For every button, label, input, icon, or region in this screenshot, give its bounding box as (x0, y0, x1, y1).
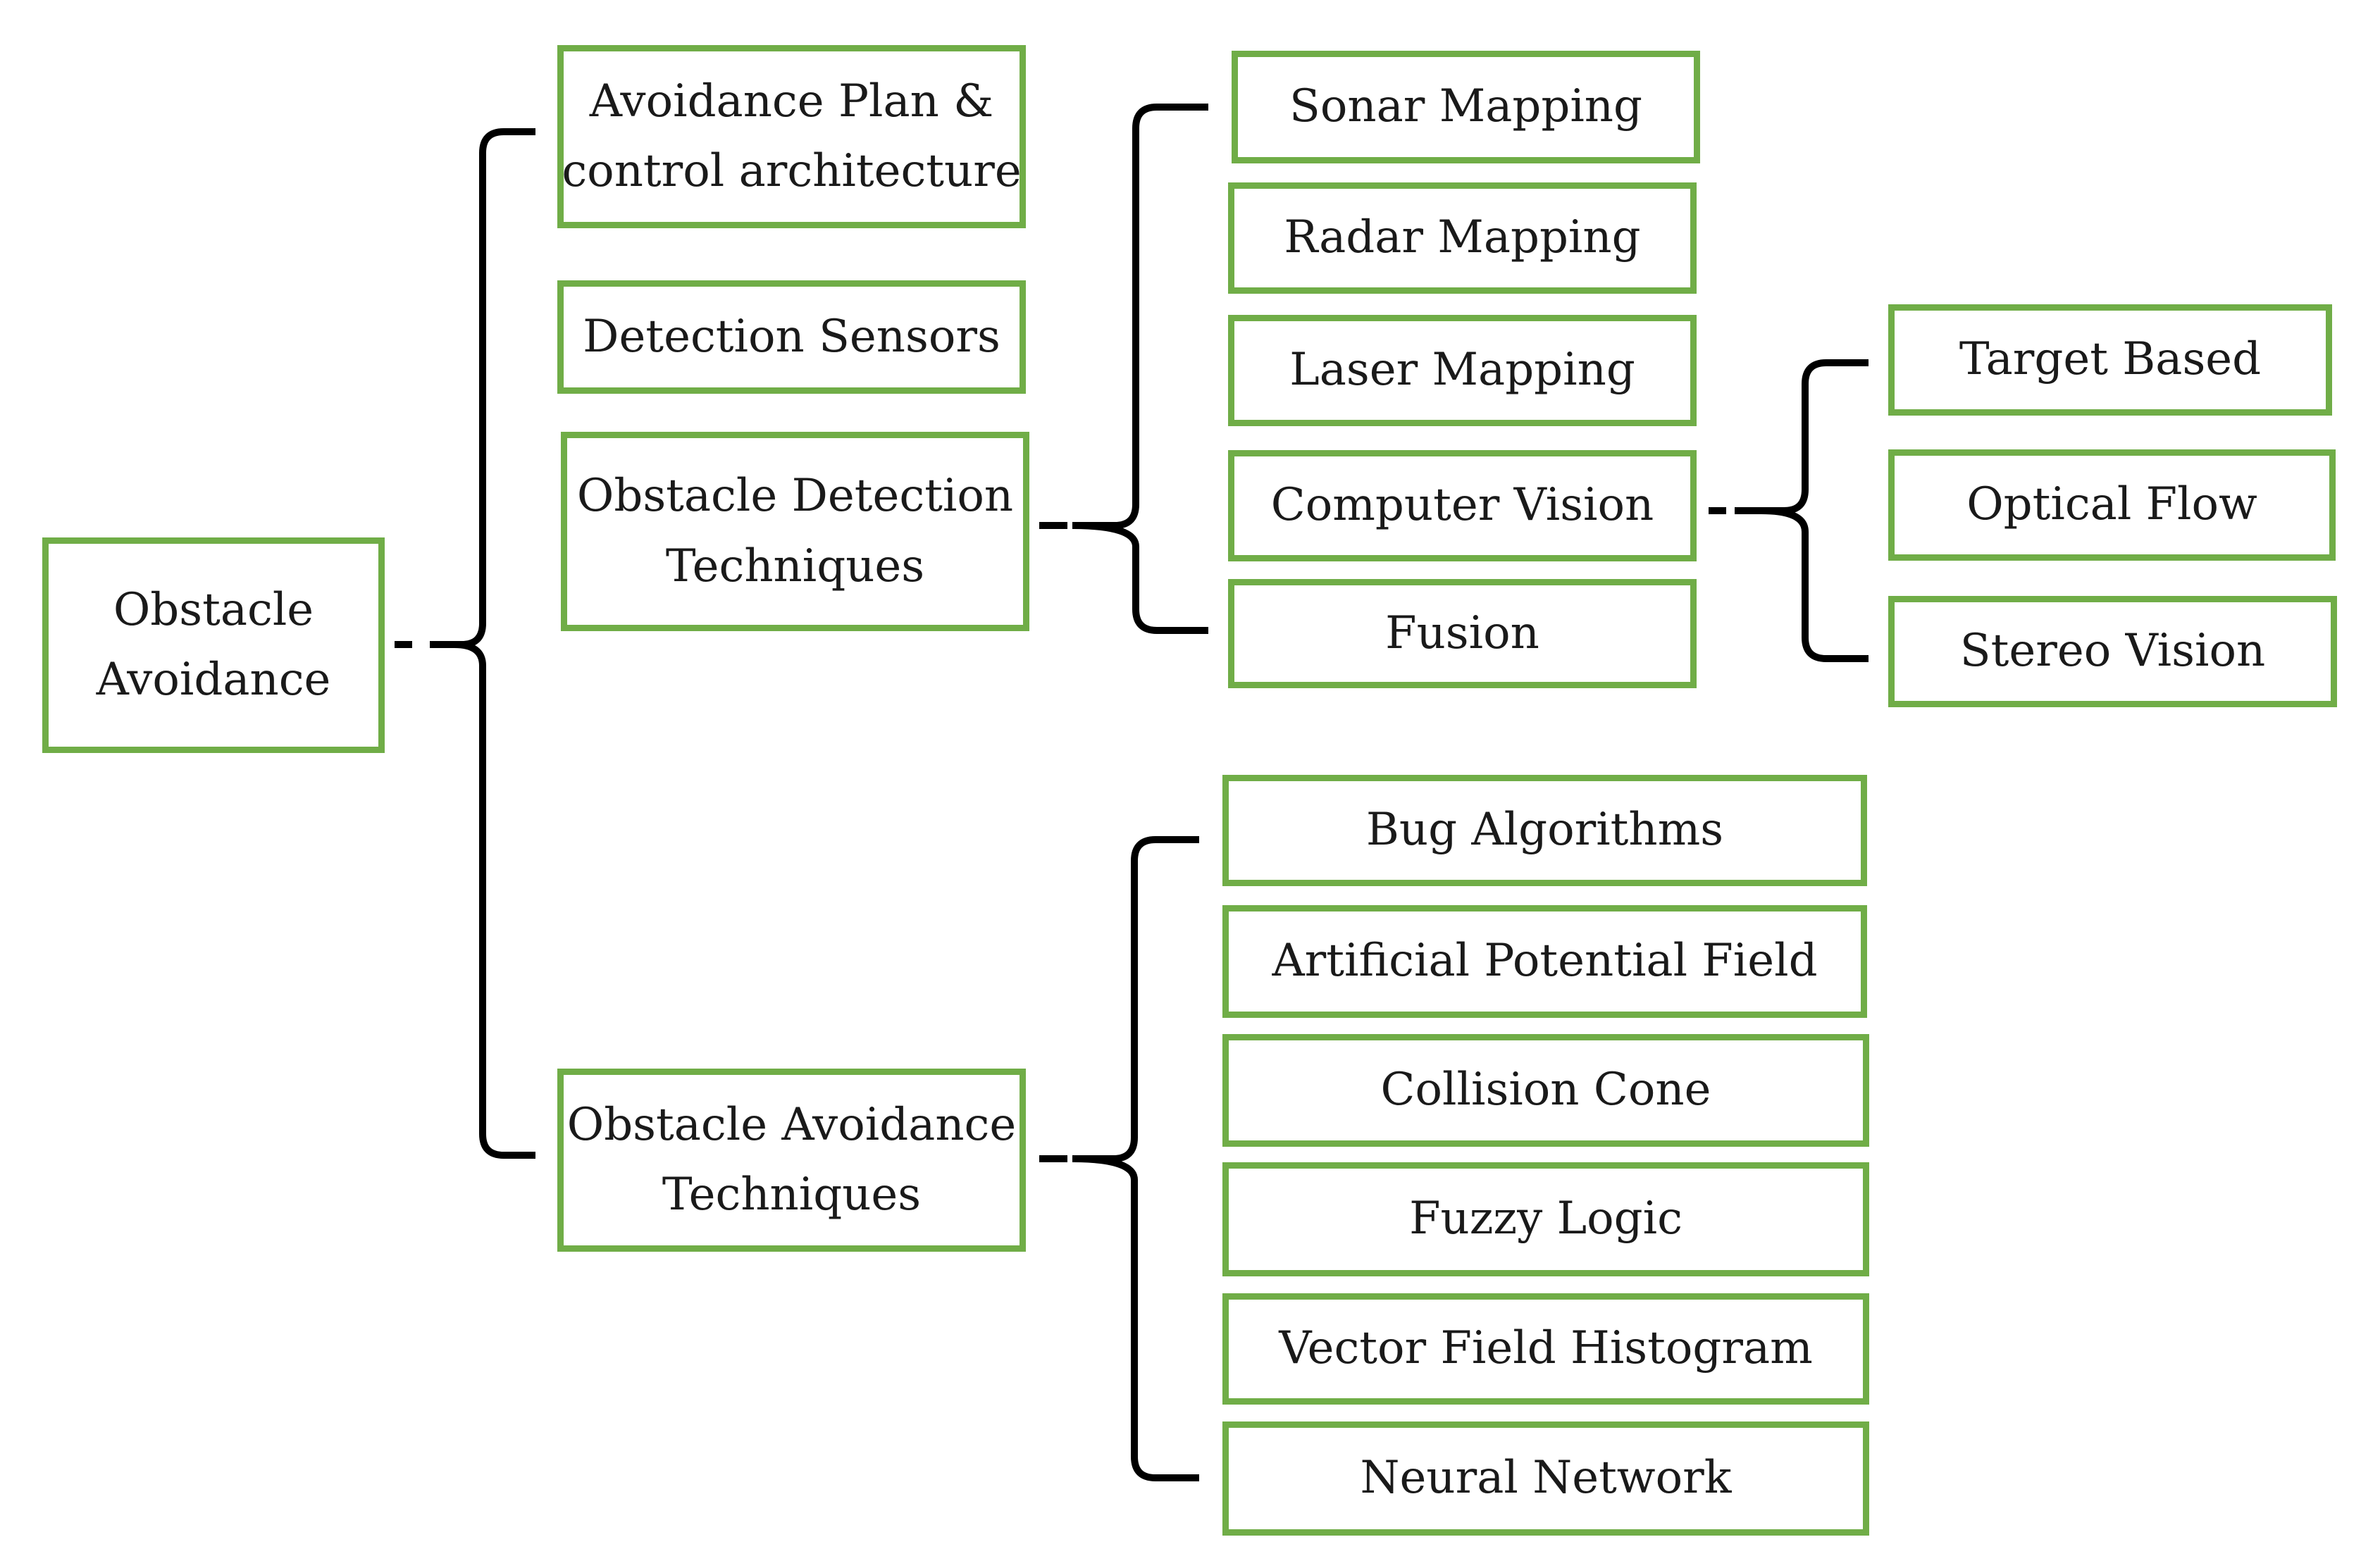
detection-brace (1072, 104, 1208, 634)
obstacle-avoidance-techniques-line-1: Obstacle Avoidance (566, 1098, 1017, 1151)
node-optical-flow: Optical Flow (1888, 449, 2336, 561)
radar-mapping-label: Radar Mapping (1284, 211, 1641, 264)
laser-mapping-label: Laser Mapping (1289, 344, 1635, 397)
node-computer-vision: Computer Vision (1228, 450, 1697, 561)
vision-brace (1761, 359, 1869, 662)
node-stereo-vision: Stereo Vision (1888, 596, 2337, 707)
node-artificial-potential-field: Artificial Potential Field (1222, 905, 1867, 1018)
target-based-label: Target Based (1959, 333, 2262, 386)
node-bug-algorithms: Bug Algorithms (1222, 775, 1867, 886)
collision-cone-label: Collision Cone (1380, 1064, 1711, 1116)
avoidance-plan-line-2: control architecture (562, 145, 1022, 197)
node-sonar-mapping: Sonar Mapping (1232, 51, 1700, 163)
obstacle-avoidance-techniques-line-2: Techniques (662, 1169, 922, 1221)
root-brace (454, 128, 535, 1159)
node-detection-sensors: Detection Sensors (557, 280, 1026, 394)
bug-algorithms-label: Bug Algorithms (1365, 804, 1724, 857)
computer-vision-label: Computer Vision (1270, 479, 1654, 532)
node-obstacle-avoidance-techniques: Obstacle Avoidance Techniques (557, 1069, 1026, 1252)
stereo-vision-label: Stereo Vision (1959, 625, 2266, 678)
artificial-potential-field-label: Artificial Potential Field (1272, 935, 1818, 988)
obstacle-detection-line-2: Techniques (665, 540, 925, 592)
root-line-1: Obstacle (113, 583, 314, 636)
sonar-mapping-label: Sonar Mapping (1289, 80, 1642, 133)
node-obstacle-detection-techniques: Obstacle Detection Techniques (561, 432, 1029, 631)
node-laser-mapping: Laser Mapping (1228, 315, 1697, 426)
optical-flow-label: Optical Flow (1966, 478, 2257, 531)
root-node-obstacle-avoidance: Obstacle Avoidance (42, 537, 385, 753)
node-avoidance-plan: Avoidance Plan & control architecture (557, 45, 1026, 228)
fuzzy-logic-label: Fuzzy Logic (1409, 1193, 1683, 1245)
node-neural-network: Neural Network (1222, 1421, 1869, 1536)
node-fuzzy-logic: Fuzzy Logic (1222, 1162, 1869, 1276)
node-fusion: Fusion (1228, 579, 1697, 688)
root-line-2: Avoidance (96, 654, 331, 706)
vector-field-histogram-label: Vector Field Histogram (1279, 1322, 1813, 1375)
neural-network-label: Neural Network (1360, 1452, 1732, 1505)
node-target-based: Target Based (1888, 304, 2332, 416)
node-vector-field-histogram: Vector Field Histogram (1222, 1293, 1869, 1405)
avoidance-plan-line-1: Avoidance Plan & (589, 75, 994, 127)
node-collision-cone: Collision Cone (1222, 1034, 1869, 1147)
avoidance-brace (1072, 836, 1199, 1481)
fusion-label: Fusion (1385, 606, 1539, 659)
obstacle-detection-line-1: Obstacle Detection (576, 470, 1014, 523)
node-radar-mapping: Radar Mapping (1228, 182, 1697, 294)
detection-sensors-label: Detection Sensors (583, 310, 1000, 363)
